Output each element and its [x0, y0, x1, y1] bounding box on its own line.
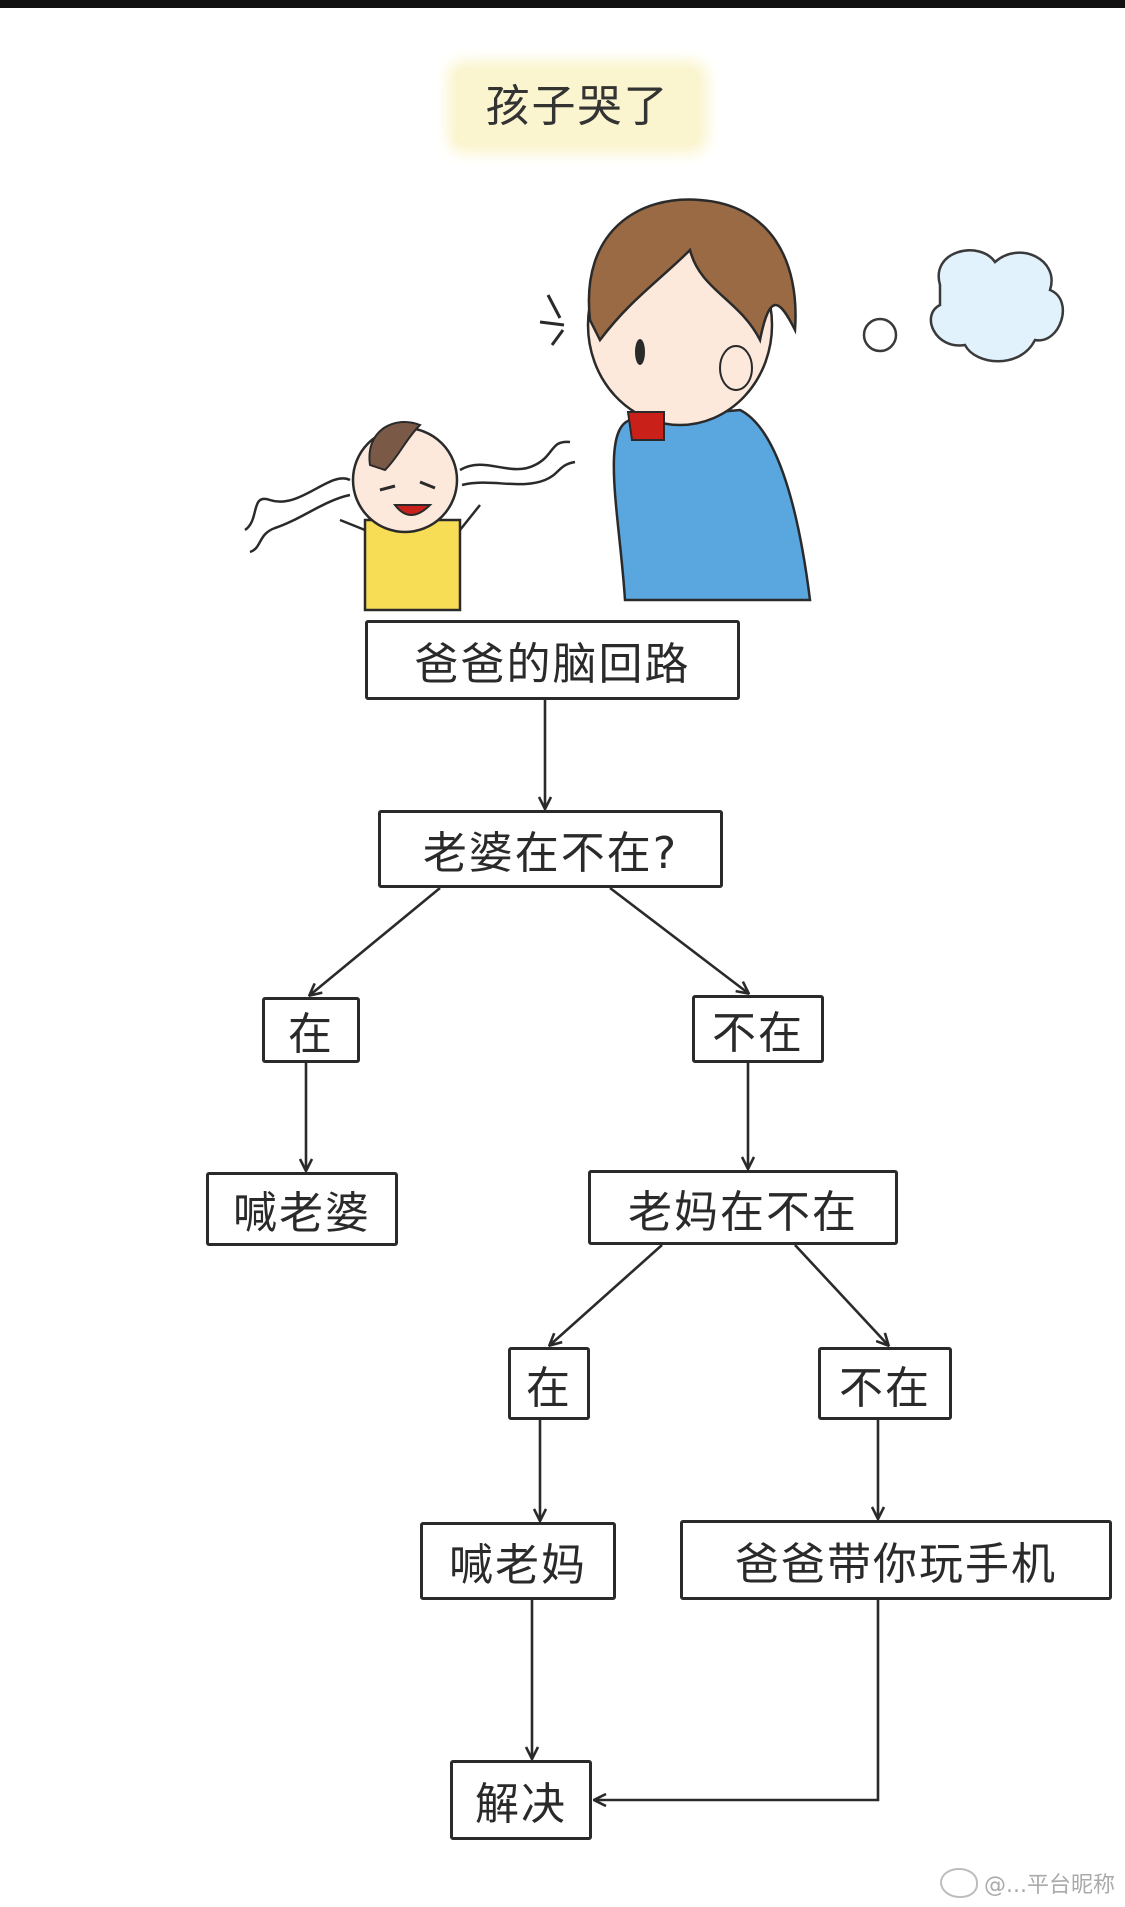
- weibo-logo-icon: [940, 1868, 979, 1898]
- watermark-text: @...平台昵称: [984, 1873, 1115, 1898]
- node-question-mom: 老妈在不在: [588, 1170, 898, 1245]
- connectors: [306, 700, 888, 1800]
- node-mom-yes: 在: [508, 1347, 590, 1420]
- node-root: 爸爸的脑回路: [365, 620, 740, 700]
- page-title: 孩子哭了: [485, 81, 670, 132]
- edge-q2-no: [794, 1244, 888, 1345]
- node-resolved: 解决: [450, 1760, 592, 1840]
- node-mom-no: 不在: [818, 1347, 952, 1420]
- edge-q1-yes: [310, 886, 441, 995]
- edge-q1-no: [609, 886, 748, 993]
- dad-illustration: [539, 198, 812, 602]
- node-call-mom: 喊老妈: [420, 1522, 616, 1600]
- edge-phone-resolved: [595, 1600, 880, 1800]
- node-wife-no: 不在: [692, 995, 824, 1063]
- edge-q2-yes: [550, 1244, 663, 1345]
- node-wife-yes: 在: [262, 997, 360, 1063]
- watermark: @...平台昵称: [940, 1867, 1115, 1899]
- top-status-bar: [0, 0, 1125, 8]
- child-illustration: [244, 420, 576, 612]
- thought-bubble: [862, 249, 1064, 363]
- node-call-wife: 喊老婆: [206, 1172, 398, 1246]
- node-phone: 爸爸带你玩手机: [680, 1520, 1112, 1600]
- title-highlight: [455, 68, 700, 146]
- node-question-wife: 老婆在不在?: [378, 810, 723, 888]
